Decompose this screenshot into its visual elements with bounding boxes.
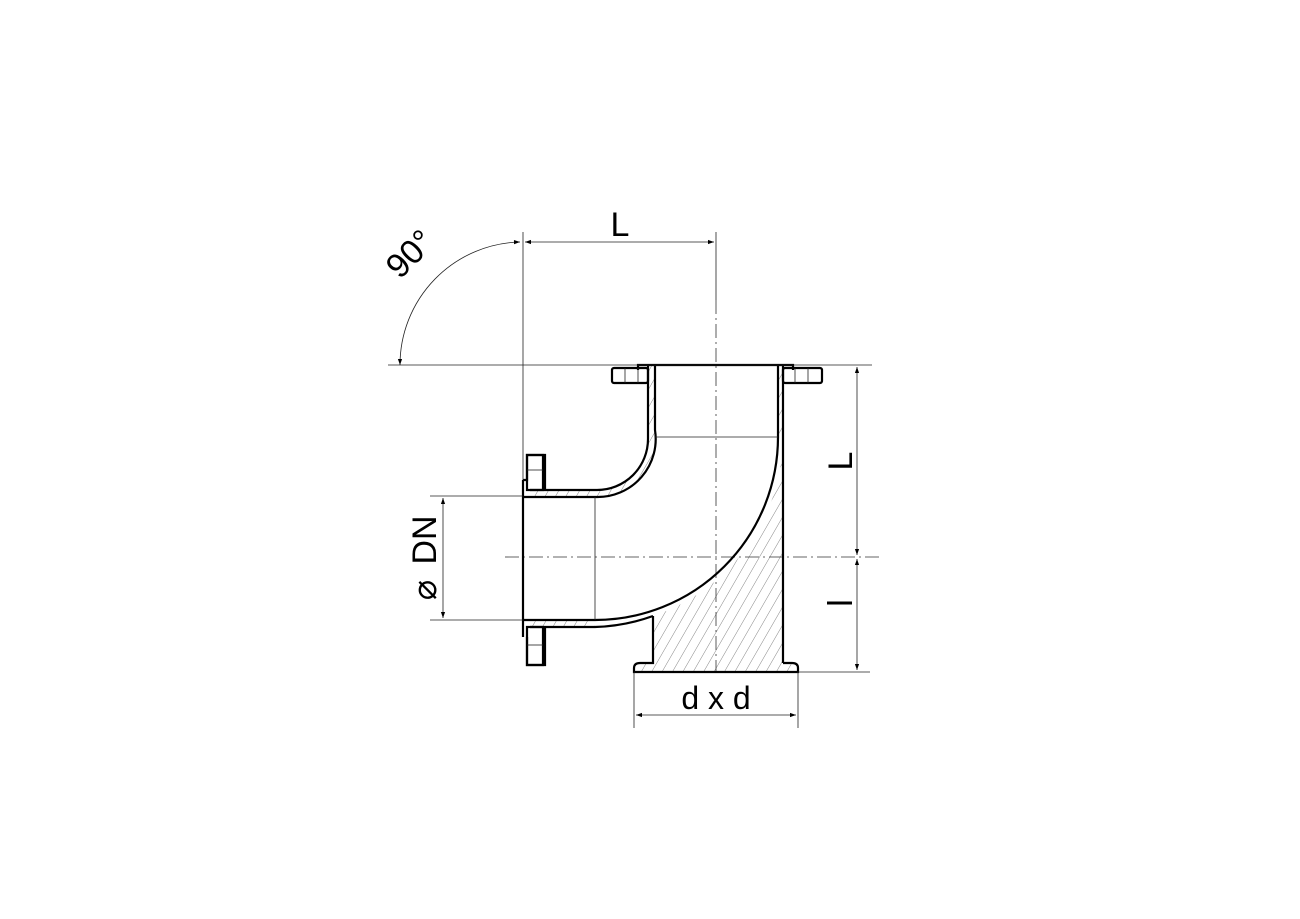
foot-size-label: d x d xyxy=(681,680,750,716)
length-label-right: L xyxy=(822,452,860,471)
dimension-lines xyxy=(388,232,872,728)
flange-bolts xyxy=(525,366,824,667)
bolt-top-right xyxy=(781,366,824,385)
bolt-left-top xyxy=(525,453,545,492)
length-label-top: L xyxy=(611,206,630,244)
pipe-wall-hatching xyxy=(530,365,783,627)
diameter-symbol: ⌀ xyxy=(406,580,444,600)
bolt-top-left xyxy=(610,366,650,385)
bolt-left-bottom xyxy=(525,625,545,667)
angle-label: 90° xyxy=(379,223,442,286)
foot-height-label: l xyxy=(822,599,860,607)
elbow-body xyxy=(521,363,795,667)
nominal-diameter-label: DN xyxy=(406,515,444,564)
